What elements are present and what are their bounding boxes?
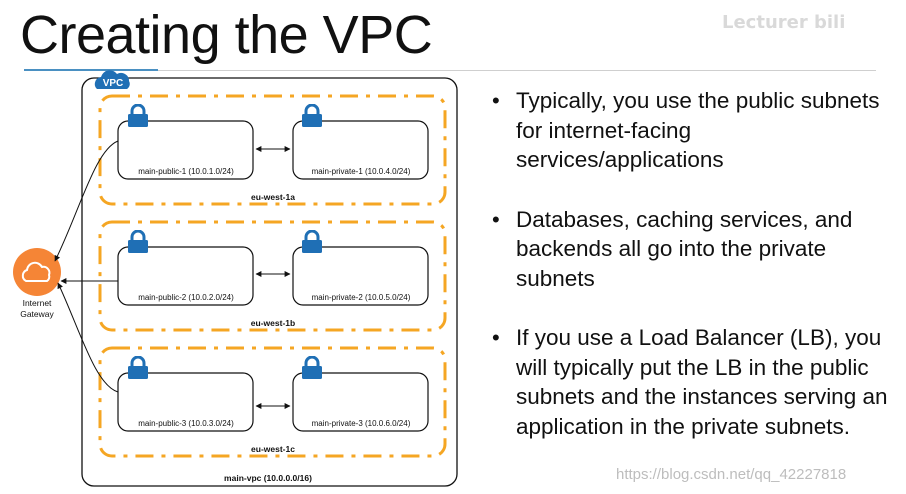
vpc-boundary — [81, 77, 458, 487]
subnet-label: main-private-2 (10.0.5.0/24) — [312, 293, 411, 302]
bullet-item: •If you use a Load Balancer (LB), you wi… — [492, 325, 888, 439]
watermark-url: https://blog.csdn.net/qq_42227818 — [616, 466, 847, 483]
lock-icon — [301, 230, 323, 254]
vpc-badge-label: VPC — [103, 78, 124, 89]
az-label: eu-west-1b — [251, 318, 295, 328]
gateway-label: Internet — [23, 298, 52, 308]
bullet-list: •Typically, you use the public subnets f… — [490, 86, 890, 471]
watermark-top: Lecturer bili — [722, 12, 846, 33]
subnet-label: main-public-3 (10.0.3.0/24) — [138, 419, 234, 428]
gateway-label: Gateway — [20, 309, 54, 319]
subnet-label: main-public-1 (10.0.1.0/24) — [138, 167, 234, 176]
subnet-private-3 — [292, 372, 429, 432]
subnet-private-1 — [292, 120, 429, 180]
subnet-public-1 — [117, 120, 254, 180]
az-label: eu-west-1a — [251, 192, 295, 202]
az-label: eu-west-1c — [251, 444, 295, 454]
subnet-public-3 — [117, 372, 254, 432]
bullet-item: •Typically, you use the public subnets f… — [492, 88, 880, 172]
subnet-label: main-public-2 (10.0.2.0/24) — [138, 293, 234, 302]
subnet-public-2 — [117, 246, 254, 306]
lock-icon — [127, 230, 149, 254]
vpc-label: main-vpc (10.0.0.0/16) — [224, 473, 312, 483]
vpc-cloud-icon — [94, 70, 130, 89]
title-accent-rule — [24, 69, 158, 71]
lock-icon — [127, 356, 149, 380]
az-box-1b — [98, 220, 447, 332]
gateway-link-arrow — [57, 282, 119, 393]
title-divider — [158, 70, 876, 71]
internet-gateway-icon — [13, 248, 61, 296]
slide-title: Creating the VPC — [20, 5, 433, 65]
lock-icon — [301, 104, 323, 128]
subnet-label: main-private-1 (10.0.4.0/24) — [312, 167, 411, 176]
gateway-link-arrow — [54, 140, 119, 262]
az-box-1c — [98, 346, 447, 458]
subnet-label: main-private-3 (10.0.6.0/24) — [312, 419, 411, 428]
bullet-item: •Databases, caching services, and backen… — [492, 206, 853, 291]
lock-icon — [127, 104, 149, 128]
subnet-private-2 — [292, 246, 429, 306]
az-box-1a — [98, 94, 447, 206]
lock-icon — [301, 356, 323, 380]
